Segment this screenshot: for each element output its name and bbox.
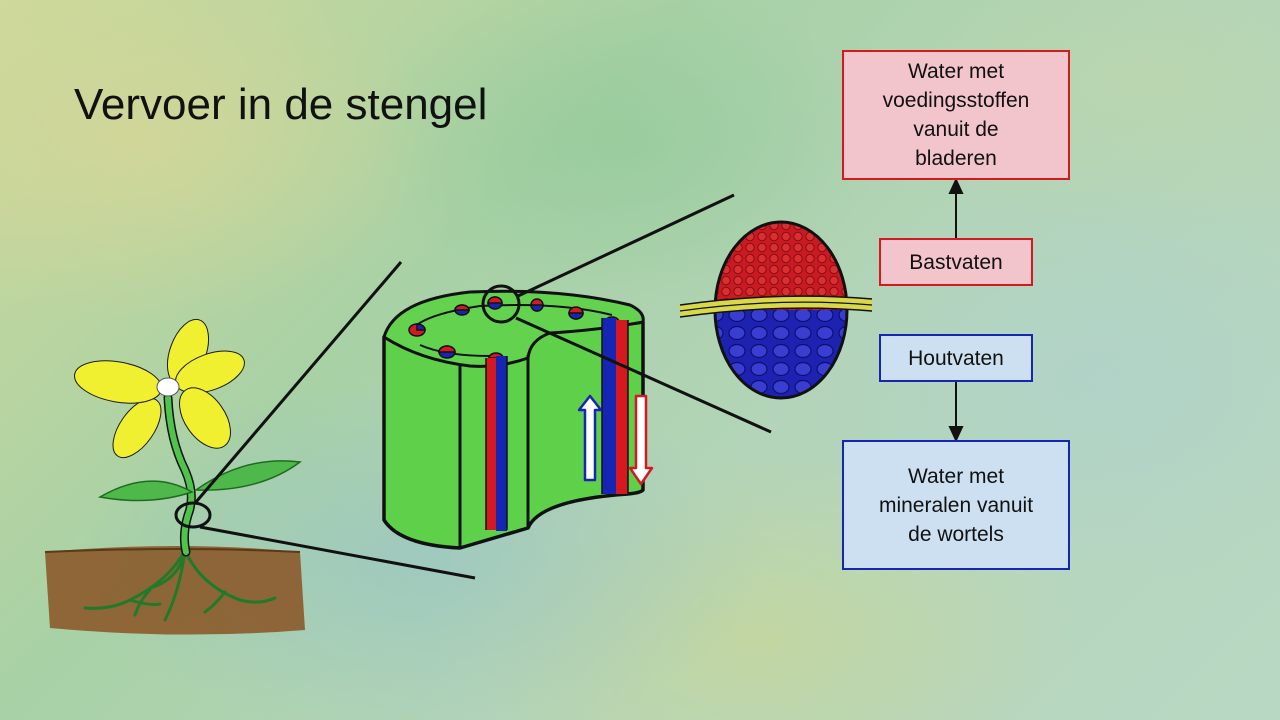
zoom-line [517, 193, 735, 298]
plant-leaves [97, 460, 302, 502]
bastvaten-label: Bastvaten [879, 238, 1033, 286]
zoom-line [194, 261, 403, 503]
houtvaten-text: Houtvaten [908, 346, 1004, 370]
houtvaten-label: Houtvaten [879, 334, 1033, 382]
roots-source-text: Water met mineralen vanuit de wortels [878, 464, 1034, 546]
flower-center [156, 377, 180, 397]
zoom-line [515, 316, 772, 434]
stem-section [382, 289, 645, 550]
zoom-line [199, 525, 476, 580]
stem-zoom-circle [174, 501, 212, 529]
xylem-up-arrow [577, 394, 603, 482]
soil [44, 546, 305, 635]
flower [74, 318, 245, 459]
leaves-source-text: Water met voedingsstoffen vanuit de blad… [882, 60, 1030, 170]
page-title: Vervoer in de stengel [74, 80, 488, 129]
phloem-down-arrow [628, 394, 654, 486]
leaves-source-box: Water met voedingsstoffen vanuit de blad… [842, 50, 1070, 180]
vascular-bundle-closeup [679, 220, 873, 400]
connector-arrows [948, 177, 964, 443]
bundle-zoom-circle [481, 284, 521, 324]
roots [83, 548, 277, 622]
bastvaten-text: Bastvaten [909, 250, 1003, 274]
roots-source-box: Water met mineralen vanuit de wortels [842, 440, 1070, 570]
